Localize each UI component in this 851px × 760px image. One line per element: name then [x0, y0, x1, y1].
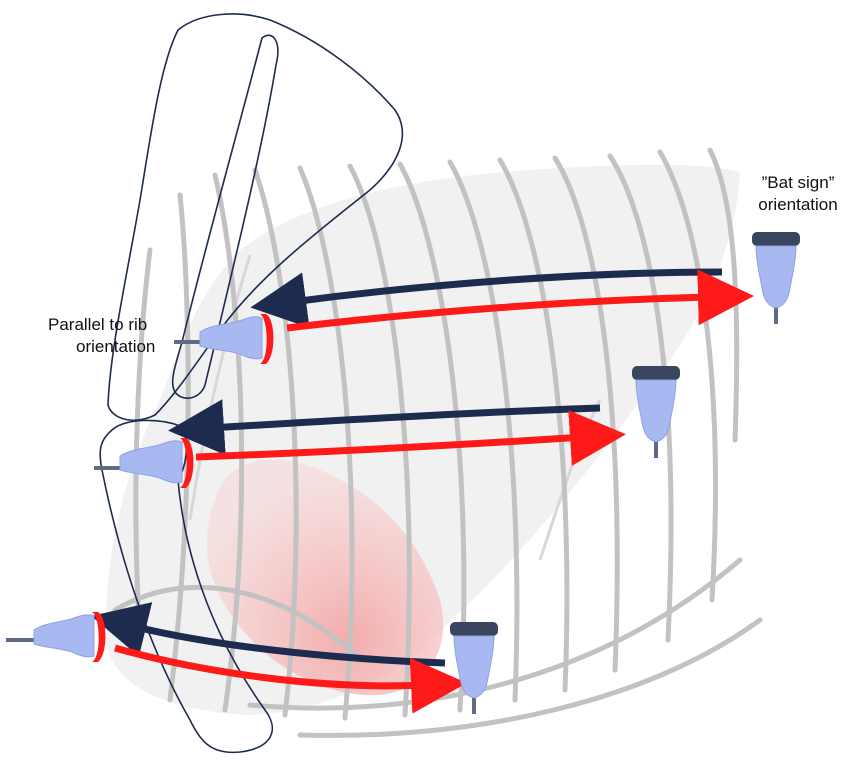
arrow-red-upper [286, 269, 754, 332]
ultrasound-probe-icon [94, 438, 194, 488]
parallel-label-line2: orientation [76, 337, 156, 356]
rib [552, 155, 620, 673]
ultrasound-probe-icon [752, 232, 800, 324]
rib [707, 147, 740, 443]
arrow-red-middle [195, 409, 626, 466]
scapular-spine-outline [171, 34, 279, 399]
rib [497, 157, 570, 693]
arrow-navy-upper [250, 268, 723, 328]
rib-lower [247, 557, 743, 711]
parallel-label-line1: Parallel to rib [48, 315, 148, 334]
bat-sign-orientation-label: ”Bat sign” orientation [748, 172, 848, 216]
arrow-red-lower [114, 644, 467, 714]
bat-sign-label-line2: orientation [758, 195, 838, 214]
bat-sign-label-line1: ”Bat sign” [761, 173, 835, 192]
ultrasound-probe-icon [174, 314, 274, 364]
rib [252, 167, 299, 718]
rib [297, 165, 355, 721]
rib [133, 247, 153, 643]
rib [607, 153, 674, 643]
ultrasound-probe-icon [450, 622, 498, 714]
rib [397, 161, 467, 713]
costal-arch [112, 584, 363, 663]
rib-lower [297, 617, 763, 738]
rib [212, 172, 245, 713]
ultrasound-probe-icon [632, 366, 680, 458]
arrow-navy-middle [168, 399, 601, 456]
heart-shape [206, 460, 444, 696]
ultrasound-probe-icon [6, 612, 106, 662]
rib [347, 163, 412, 718]
lung-contour [188, 254, 252, 521]
rib [447, 159, 520, 703]
parallel-to-rib-orientation-label: Parallel to rib orientation [48, 314, 213, 358]
